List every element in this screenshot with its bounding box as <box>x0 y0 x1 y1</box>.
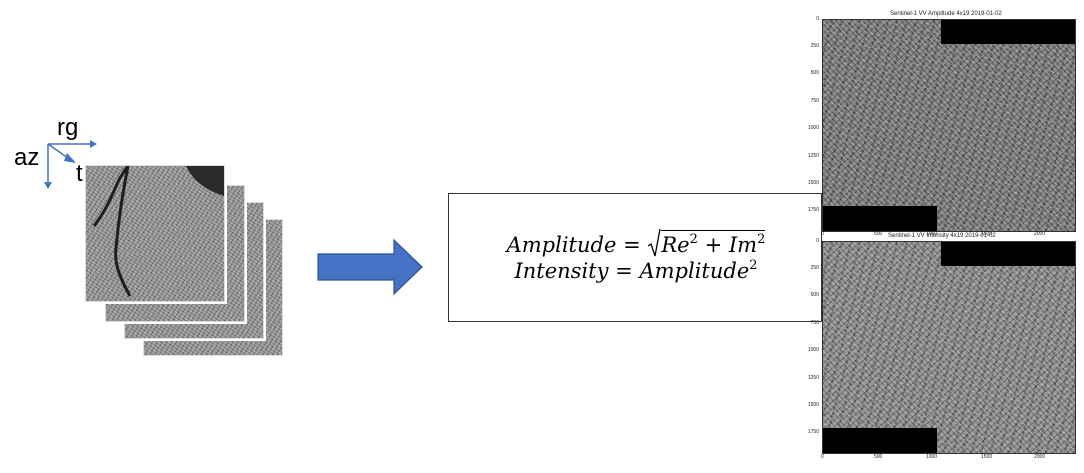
plus-sign: + <box>704 233 723 257</box>
exponent: 2 <box>757 232 766 247</box>
exponent: 2 <box>689 232 698 247</box>
x-tick-label: 1000 <box>926 231 938 237</box>
intensity-lhs: Intensity <box>514 259 609 283</box>
plot-title: Sentinel-1 VV Intensity 4x19 2019-01-02 <box>888 233 996 239</box>
range-axis-label: rg <box>57 114 79 141</box>
x-tick-label: 2000 <box>1034 454 1046 460</box>
square-root: Re2 + Im2 <box>647 228 766 257</box>
y-tick-label: 1500 <box>807 402 819 408</box>
intensity-formula: Intensity = Amplitude2 <box>449 258 823 283</box>
y-tick-label: 1750 <box>807 429 819 435</box>
intensity-image <box>822 241 1076 454</box>
y-tick-label: 1750 <box>807 207 819 213</box>
x-tick-label: 2000 <box>1034 231 1046 237</box>
process-arrow <box>317 238 423 296</box>
amplitude-formula: Amplitude = Re2 + Im2 <box>449 228 823 257</box>
y-tick-label: 0 <box>816 16 819 22</box>
y-tick-label: 1500 <box>807 180 819 186</box>
y-tick-label: 0 <box>816 238 819 244</box>
sar-stack-tile-front <box>85 165 225 302</box>
x-tick-label: 1500 <box>981 231 993 237</box>
plot-title: Sentinel-1 VV Amplitude 4x19 2019-01-02 <box>890 11 1002 17</box>
y-tick-label: 1000 <box>807 347 819 353</box>
y-tick-label: 1000 <box>807 125 819 131</box>
range-axis-arrow <box>48 140 97 148</box>
y-tick-label: 250 <box>810 43 819 49</box>
y-tick-label: 500 <box>810 292 819 298</box>
equals-sign: = <box>615 259 633 283</box>
x-tick-label: 500 <box>874 454 883 460</box>
y-tick-label: 750 <box>810 320 819 326</box>
amplitude-image <box>822 19 1076 232</box>
azimuth-axis-label: az <box>14 144 40 171</box>
river-overlay <box>92 166 224 297</box>
y-tick-label: 250 <box>810 265 819 271</box>
radical-sign-icon <box>648 228 662 257</box>
axes-glyph <box>44 140 97 189</box>
no-data-region <box>941 20 1075 44</box>
equals-sign: = <box>623 233 641 257</box>
x-tick-label: 500 <box>874 231 883 237</box>
no-data-region <box>941 242 1075 266</box>
x-tick-label: 0 <box>821 231 824 237</box>
time-axis-arrow <box>47 143 76 163</box>
x-tick-label: 0 <box>821 454 824 460</box>
time-axis-label: t <box>76 160 83 187</box>
y-tick-label: 1250 <box>807 375 819 381</box>
x-tick-label: 1500 <box>981 454 993 460</box>
intensity-rhs: Amplitude <box>639 259 750 283</box>
imaginary-part: Im <box>728 233 758 257</box>
y-tick-label: 500 <box>810 70 819 76</box>
azimuth-axis-arrow <box>44 144 52 189</box>
no-data-region <box>823 206 937 231</box>
no-data-region <box>823 428 937 453</box>
real-part: Re <box>661 233 690 257</box>
amplitude-lhs: Amplitude <box>506 233 617 257</box>
formula-box: Amplitude = Re2 + Im2 Intensity = Amplit… <box>448 193 822 322</box>
y-tick-label: 750 <box>810 98 819 104</box>
y-tick-label: 1250 <box>807 153 819 159</box>
exponent: 2 <box>749 258 758 273</box>
x-tick-label: 1000 <box>926 454 938 460</box>
